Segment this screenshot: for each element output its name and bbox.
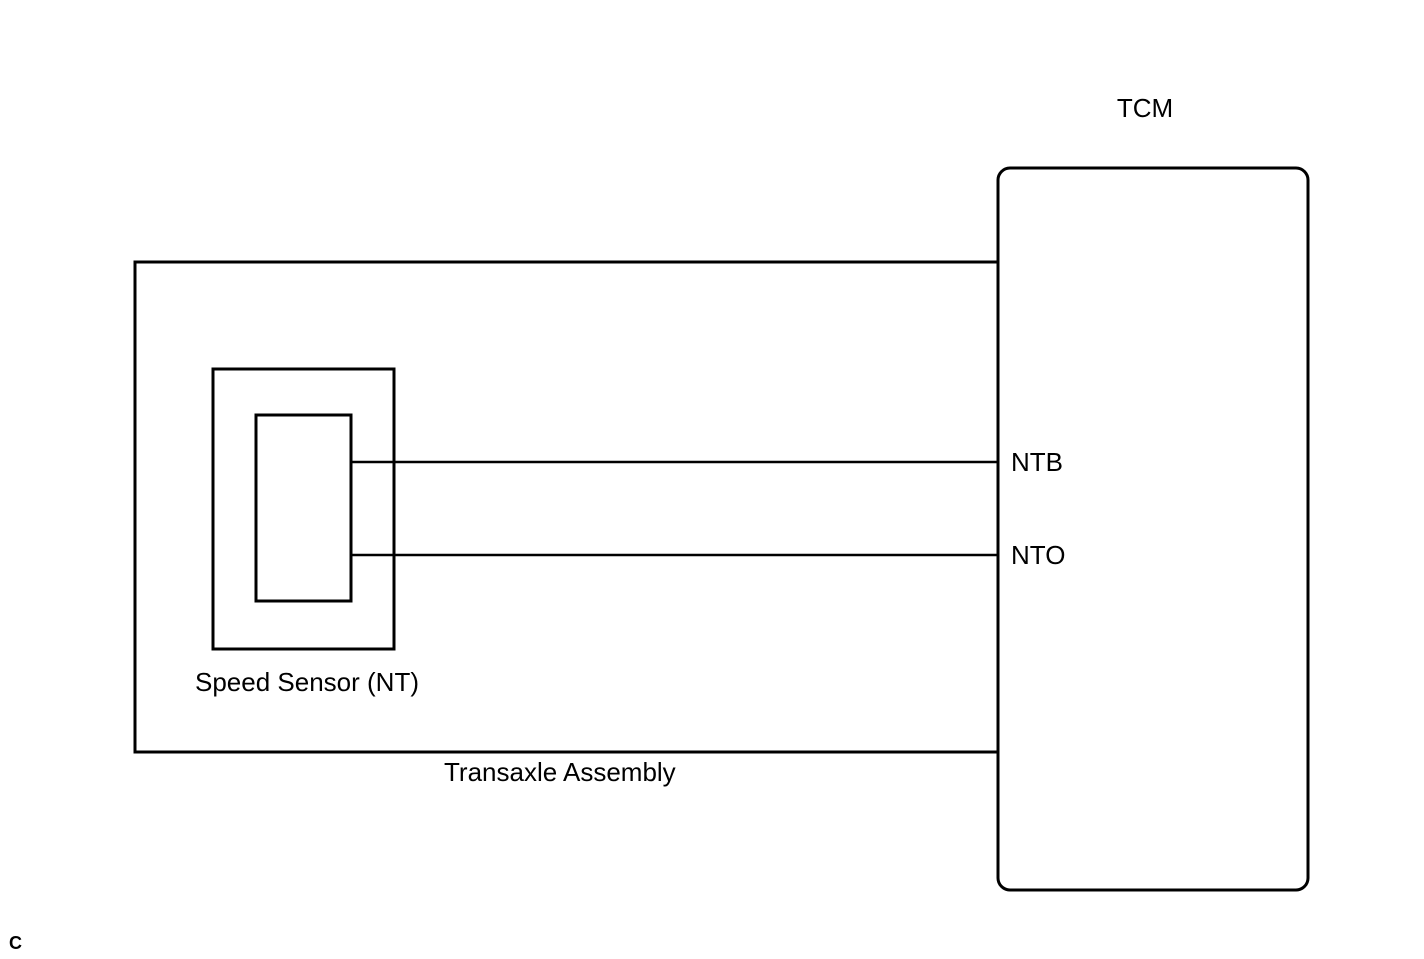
speed-sensor-label: Speed Sensor (NT) xyxy=(195,667,419,697)
transaxle-assembly-box xyxy=(133,260,998,754)
speed-sensor-inner-box xyxy=(254,413,353,603)
speed-sensor-outer-box xyxy=(211,367,396,651)
tcm-box xyxy=(996,166,1310,892)
corner-code-label: C xyxy=(9,933,22,953)
pin-label-ntb: NTB xyxy=(1011,447,1063,477)
transaxle-assembly-label: Transaxle Assembly xyxy=(444,757,676,787)
tcm-label: TCM xyxy=(1117,93,1173,123)
pin-label-nto: NTO xyxy=(1011,540,1065,570)
